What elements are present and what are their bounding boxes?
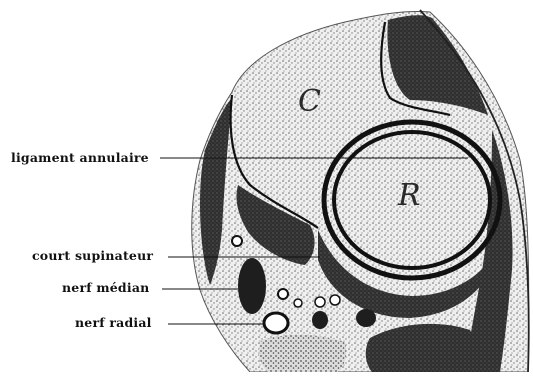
radius-letter-r: R xyxy=(398,178,421,213)
label-court-supinateur: court supinateur xyxy=(32,249,153,263)
radial-nerve xyxy=(264,313,288,333)
vessel-small-5 xyxy=(330,295,340,305)
vessel-dark-1 xyxy=(312,311,328,329)
label-ligament-annulaire: ligament annulaire xyxy=(11,151,149,165)
vessel-small-4 xyxy=(315,297,325,307)
vessel-small-3 xyxy=(294,299,302,307)
vessel-small-2 xyxy=(278,289,288,299)
vessel-small-1 xyxy=(232,236,242,246)
lower-left-mass xyxy=(259,335,347,372)
ulna-letter-c: C xyxy=(298,84,321,119)
median-nerve xyxy=(238,258,266,314)
label-nerf-radial: nerf radial xyxy=(75,316,152,330)
label-nerf-median: nerf médian xyxy=(62,281,149,295)
vessel-dark-2 xyxy=(356,309,376,327)
